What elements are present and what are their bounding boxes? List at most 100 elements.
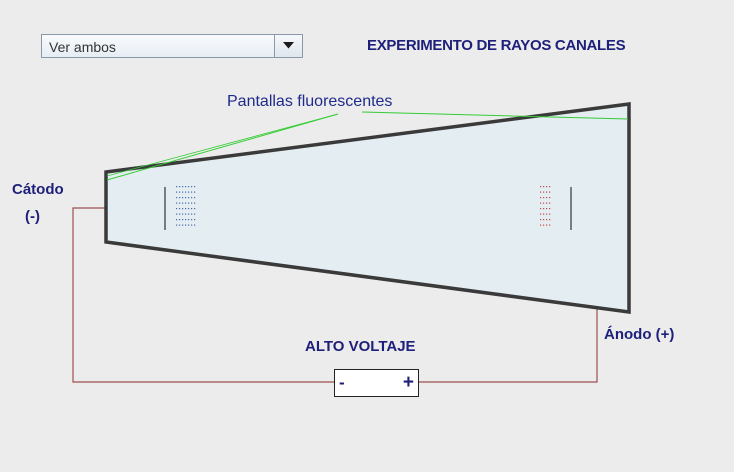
particle-dot	[188, 208, 190, 210]
particle-dot	[540, 197, 542, 199]
particle-dot	[176, 197, 178, 199]
fluorescent-screens-label: Pantallas fluorescentes	[227, 93, 393, 110]
particle-dot	[540, 186, 542, 188]
particle-dot	[549, 224, 551, 226]
particle-dot	[179, 219, 181, 221]
particle-dot	[191, 208, 193, 210]
particle-dot	[546, 213, 548, 215]
dropdown-button[interactable]	[274, 35, 302, 57]
particle-dot	[549, 213, 551, 215]
particle-dot	[182, 219, 184, 221]
particle-dot	[188, 219, 190, 221]
particle-dot	[176, 208, 178, 210]
particle-dot	[176, 213, 178, 215]
particle-dot	[179, 186, 181, 188]
screen-pointer-right	[361, 111, 629, 120]
particle-dot	[546, 202, 548, 204]
particle-dot	[185, 202, 187, 204]
particle-dot	[549, 186, 551, 188]
particle-dot	[546, 208, 548, 210]
particle-dot	[185, 224, 187, 226]
particle-dot	[194, 191, 196, 193]
particle-dot	[185, 219, 187, 221]
particle-dot	[182, 213, 184, 215]
particle-dot	[194, 202, 196, 204]
particle-dot	[176, 186, 178, 188]
particle-dot	[185, 208, 187, 210]
particle-dot	[543, 186, 545, 188]
particle-dot	[546, 219, 548, 221]
anode-label: Ánodo (+)	[604, 326, 675, 343]
particle-dot	[188, 202, 190, 204]
cathode-sign: (-)	[25, 208, 40, 225]
cathode-ray-dots	[176, 186, 196, 226]
particle-dot	[194, 213, 196, 215]
particle-dot	[185, 186, 187, 188]
particle-dot	[179, 191, 181, 193]
particle-dot	[543, 219, 545, 221]
particle-dot	[543, 197, 545, 199]
particle-dot	[191, 202, 193, 204]
particle-dot	[549, 219, 551, 221]
particle-dot	[549, 191, 551, 193]
particle-dot	[188, 224, 190, 226]
view-select-value: Ver ambos	[49, 39, 116, 55]
particle-dot	[191, 197, 193, 199]
particle-dot	[176, 202, 178, 204]
particle-dot	[191, 191, 193, 193]
particle-dot	[182, 202, 184, 204]
particle-dot	[543, 213, 545, 215]
particle-dot	[191, 224, 193, 226]
particle-dot	[194, 197, 196, 199]
particle-dot	[188, 191, 190, 193]
discharge-tube	[104, 102, 631, 314]
cathode-label: Cátodo	[12, 181, 64, 198]
positive-terminal: +	[402, 372, 414, 393]
particle-dot	[549, 197, 551, 199]
power-supply: - +	[334, 369, 419, 397]
particle-dot	[546, 186, 548, 188]
particle-dot	[194, 219, 196, 221]
negative-terminal: -	[339, 373, 345, 392]
high-voltage-label: ALTO VOLTAJE	[305, 338, 416, 355]
particle-dot	[182, 186, 184, 188]
particle-dot	[191, 186, 193, 188]
canal-ray-dots	[540, 186, 551, 226]
particle-dot	[182, 224, 184, 226]
particle-dot	[191, 219, 193, 221]
particle-dot	[179, 224, 181, 226]
particle-dot	[179, 202, 181, 204]
particle-dot	[543, 191, 545, 193]
particle-dot	[176, 191, 178, 193]
particle-dot	[179, 213, 181, 215]
particle-dot	[540, 202, 542, 204]
particle-dot	[188, 213, 190, 215]
particle-dot	[194, 208, 196, 210]
particle-dot	[188, 186, 190, 188]
chevron-down-icon	[283, 42, 294, 49]
particle-dot	[188, 197, 190, 199]
particle-dot	[540, 213, 542, 215]
particle-dot	[185, 213, 187, 215]
particle-dot	[540, 208, 542, 210]
particle-dot	[543, 208, 545, 210]
particle-dot	[176, 219, 178, 221]
screen-pointer-left-2	[106, 113, 339, 177]
view-select[interactable]: Ver ambos	[41, 34, 303, 58]
particle-dot	[176, 224, 178, 226]
experiment-title: EXPERIMENTO DE RAYOS CANALES	[367, 37, 626, 54]
particle-dot	[179, 197, 181, 199]
particle-dot	[546, 224, 548, 226]
particle-dot	[540, 219, 542, 221]
particle-dot	[540, 191, 542, 193]
particle-dot	[194, 224, 196, 226]
particle-dot	[185, 191, 187, 193]
particle-dot	[182, 208, 184, 210]
particle-dot	[185, 197, 187, 199]
particle-dot	[543, 224, 545, 226]
particle-dot	[182, 191, 184, 193]
particle-dot	[540, 224, 542, 226]
particle-dot	[543, 202, 545, 204]
